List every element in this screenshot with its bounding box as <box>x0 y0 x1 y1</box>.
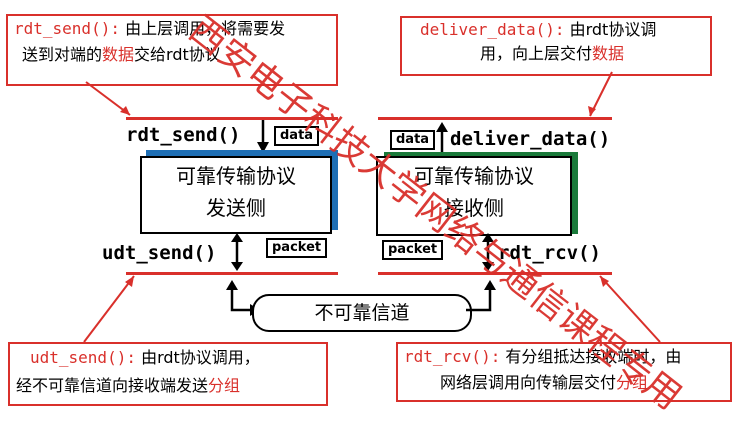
udt-send-fn: udt_send(): <box>30 348 136 367</box>
sender-down-arrow-icon <box>257 120 269 153</box>
sender-box-line2: 发送侧 <box>206 196 266 220</box>
unreliable-channel: 不可靠信道 <box>252 294 472 332</box>
udt-send-label: udt_send() <box>102 242 217 264</box>
deliver-data-text1: 由rdt协议调 <box>569 20 657 39</box>
sender-packet-tag: packet <box>266 238 328 258</box>
rdt-rcv-callout: rdt_rcv(): 有分组抵达接收端时，由 网络层调用向传输层交付分组 <box>396 342 732 402</box>
rdt-rcv-text2b: 分组 <box>616 373 649 392</box>
udt-send-text2b: 分组 <box>208 376 241 395</box>
rdt-send-label: rdt_send() <box>126 124 241 146</box>
deliver-data-callout: deliver_data(): 由rdt协议调 用，向上层交付数据 <box>400 16 712 76</box>
rdt-rcv-fn: rdt_rcv(): <box>404 347 501 366</box>
rdt-send-text1: 由上层调用，将需要发 <box>125 19 286 38</box>
receiver-upper-line <box>378 117 612 120</box>
channel-right-connector-icon <box>466 280 496 312</box>
rdt-rcv-label: rdt_rcv() <box>498 242 601 264</box>
sender-updown-arrow-icon <box>231 233 243 271</box>
sender-data-tag: data <box>274 126 320 146</box>
receiver-protocol-box: 可靠传输协议 接收侧 <box>376 156 572 236</box>
deliver-data-text2b: 数据 <box>592 44 625 63</box>
rdt-send-text2a: 送到对端的 <box>22 45 103 64</box>
receiver-up-arrow-icon <box>436 122 448 154</box>
rdt-send-text2b: 数据 <box>102 45 135 64</box>
udt-send-text1: 由rdt协议调用， <box>141 348 260 367</box>
udt-send-callout: udt_send(): 由rdt协议调用， 经不可靠信道向接收端发送分组 <box>8 342 328 406</box>
deliver-data-text2a: 用，向上层交付 <box>480 44 593 63</box>
sender-lower-line <box>126 272 338 275</box>
rdt-send-fn: rdt_send(): <box>14 19 120 38</box>
rdt-rcv-text2a: 网络层调用向传输层交付 <box>440 373 617 392</box>
receiver-box-line2: 接收侧 <box>444 196 504 220</box>
receiver-box-line1: 可靠传输协议 <box>414 164 534 188</box>
rdt-rcv-text1: 有分组抵达接收端时，由 <box>505 347 682 366</box>
rdt-send-text2c: 交给rdt协议 <box>134 45 221 64</box>
deliver-data-fn: deliver_data(): <box>420 20 565 39</box>
rdt-send-callout: rdt_send(): 由上层调用，将需要发 送到对端的数据交给rdt协议 <box>6 14 338 86</box>
receiver-packet-tag: packet <box>382 240 444 260</box>
udt-send-text2a: 经不可靠信道向接收端发送 <box>16 376 209 395</box>
sender-protocol-box: 可靠传输协议 发送侧 <box>140 156 332 234</box>
sender-box-line1: 可靠传输协议 <box>176 164 296 188</box>
receiver-data-tag: data <box>390 130 436 150</box>
deliver-data-label: deliver_data() <box>450 128 611 150</box>
receiver-updown-arrow-icon <box>482 233 494 271</box>
receiver-lower-line <box>378 272 612 275</box>
channel-label: 不可靠信道 <box>314 302 410 324</box>
sender-upper-line <box>126 117 338 120</box>
